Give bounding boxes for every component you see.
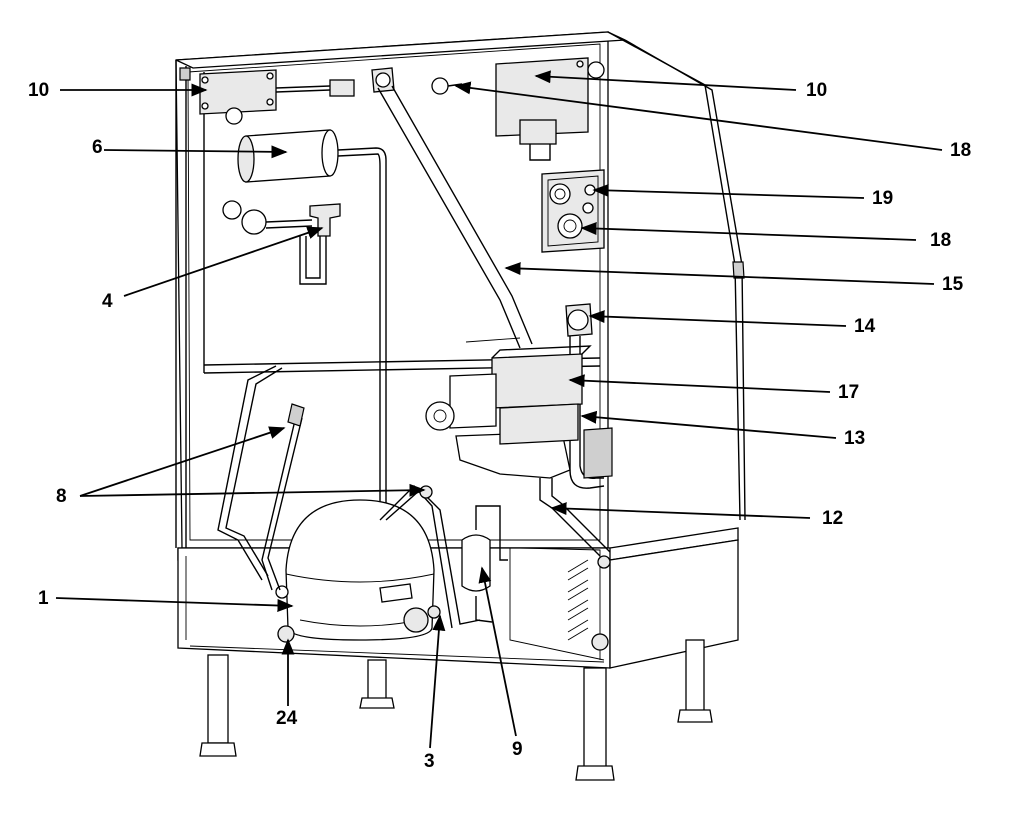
water-inlet-top — [371, 67, 395, 93]
leader-9 — [478, 566, 517, 737]
leader-13 — [580, 410, 837, 439]
control-box-left — [199, 69, 355, 125]
callout-13: 13 — [844, 428, 866, 449]
callout-8: 8 — [56, 486, 67, 507]
expansion-valve — [222, 200, 341, 285]
callout-18-mid: 18 — [930, 230, 952, 251]
leader-8-b — [79, 483, 426, 497]
callout-9: 9 — [512, 739, 523, 760]
callout-24: 24 — [276, 708, 298, 729]
leader-10-right — [534, 70, 797, 91]
leader-1 — [55, 597, 294, 612]
callout-19: 19 — [872, 188, 894, 209]
callout-3: 3 — [424, 751, 435, 772]
leader-12 — [550, 502, 811, 519]
callout-18-top: 18 — [950, 140, 972, 161]
callout-12: 12 — [822, 508, 844, 529]
leader-19 — [592, 183, 865, 199]
leader-17 — [568, 374, 831, 393]
callout-17: 17 — [838, 382, 860, 403]
compressor — [275, 499, 441, 643]
callout-10-left: 10 — [28, 80, 50, 101]
leader-18-top — [454, 81, 943, 151]
callout-10-right: 10 — [806, 80, 828, 101]
cabinet — [175, 31, 746, 669]
leader-8-a — [79, 426, 286, 497]
leader-18-mid — [580, 222, 917, 241]
water-tube — [377, 85, 533, 349]
leader-14 — [588, 310, 847, 327]
leader-4 — [123, 226, 324, 297]
callout-1: 1 — [38, 588, 49, 609]
refrigerant-lines — [217, 365, 481, 629]
callout-14: 14 — [854, 316, 876, 337]
callout-4: 4 — [102, 291, 113, 312]
leader-15 — [504, 262, 935, 285]
leader-lines — [55, 70, 943, 749]
callout-15: 15 — [942, 274, 964, 295]
legs — [199, 639, 713, 781]
vent-louvers — [567, 559, 589, 641]
reservoir-assembly — [425, 337, 611, 557]
leader-6 — [103, 145, 288, 159]
leader-3 — [429, 614, 446, 749]
water-connection-panel — [541, 169, 605, 253]
callout-6: 6 — [92, 137, 103, 158]
receiver-tank — [237, 129, 387, 520]
